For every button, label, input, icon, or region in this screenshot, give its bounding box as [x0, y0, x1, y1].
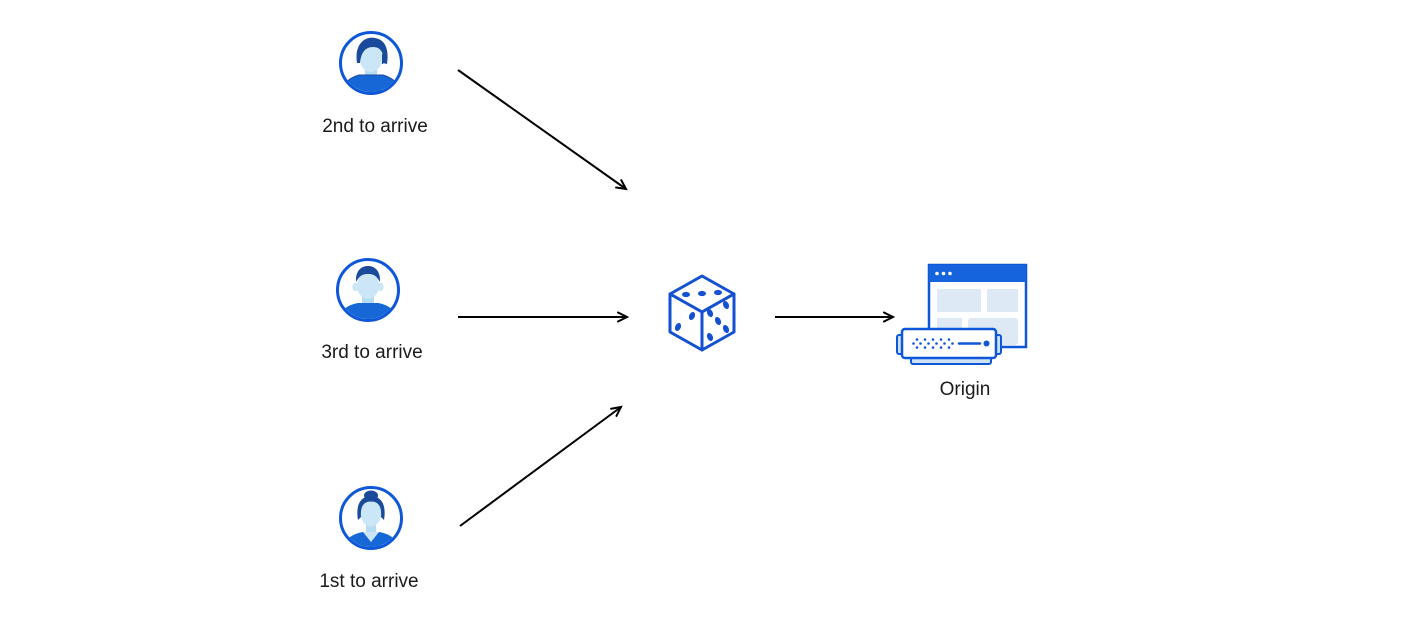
user-avatar-hair-bun-icon	[339, 486, 403, 550]
user-avatar-swept-hair-icon	[339, 31, 403, 95]
client-node-1st	[338, 485, 404, 551]
origin-node	[895, 262, 1030, 367]
selector-node	[666, 272, 738, 356]
arrow-client-bottom-to-selector	[459, 405, 623, 527]
origin-label: Origin	[939, 379, 991, 400]
client-node-3rd	[335, 257, 401, 323]
dice-icon	[668, 274, 736, 352]
client-label-1st: 1st to arrive	[319, 571, 419, 592]
user-avatar-short-hair-icon	[336, 258, 400, 322]
client-label-2nd: 2nd to arrive	[322, 116, 428, 137]
client-node-2nd	[338, 30, 404, 96]
client-label-3rd: 3rd to arrive	[321, 342, 423, 363]
arrow-client-top-to-selector	[457, 69, 628, 191]
origin-server-browser-icon	[896, 263, 1028, 365]
